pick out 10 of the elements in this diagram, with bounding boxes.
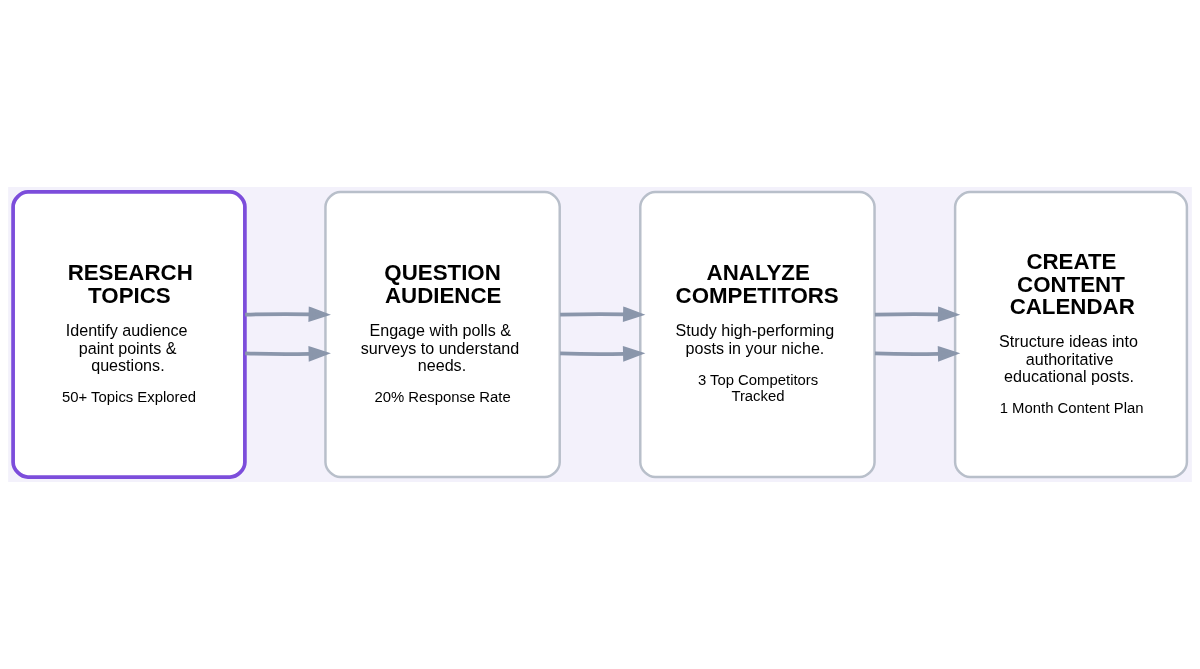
arrow	[245, 346, 331, 362]
node-box: CREATE CONTENT CALENDAR Structure ideas into authoritative educational posts. 1 Month Content Plan	[953, 190, 1189, 479]
arrow	[560, 346, 646, 362]
arrow	[874, 306, 961, 323]
arrow	[874, 346, 961, 362]
arrow	[560, 306, 646, 323]
node-box: RESEARCH TOPICS Identify audience paint points & questions. 50+ Topics Explored	[11, 190, 247, 479]
node-box: ANALYZE COMPETITORS Study high-performing posts in your niche. 3 Top Competitors Tracked	[639, 190, 876, 479]
node-box: QUESTION AUDIENCE Engage with polls & surveys to understand needs. 20% Response Rate	[324, 190, 561, 479]
arrow	[245, 306, 331, 323]
